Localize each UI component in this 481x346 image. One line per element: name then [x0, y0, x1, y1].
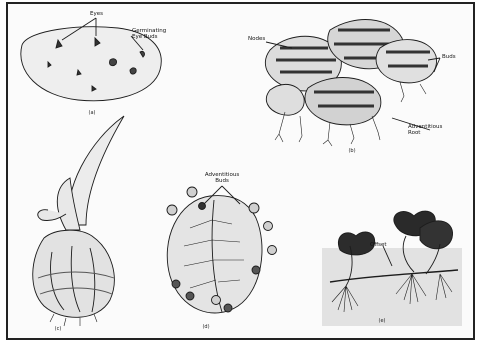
adventitious-root-label: Adventitious Root [408, 124, 442, 136]
panel-e-caption: (e) [372, 318, 392, 324]
buds-label: Buds [442, 54, 456, 60]
panel-a-caption: (a) [82, 110, 102, 116]
bryophyllum-leaf-illustration [167, 186, 277, 313]
offset-plant-illustration [322, 211, 462, 326]
offset-label: Offset [370, 242, 387, 248]
panel-d-caption: (d) [196, 324, 216, 330]
nodes-label: Nodes [248, 36, 265, 42]
panel-b-caption: (b) [342, 148, 362, 154]
onion-bulb-illustration [33, 116, 124, 326]
germinating-eye-buds-label: Germinating Eye Buds [132, 28, 166, 40]
adventitious-buds-label: Adventitious Buds [200, 172, 244, 184]
eyes-label: Eyes [90, 11, 103, 17]
panel-c-caption: (c) [48, 326, 68, 332]
